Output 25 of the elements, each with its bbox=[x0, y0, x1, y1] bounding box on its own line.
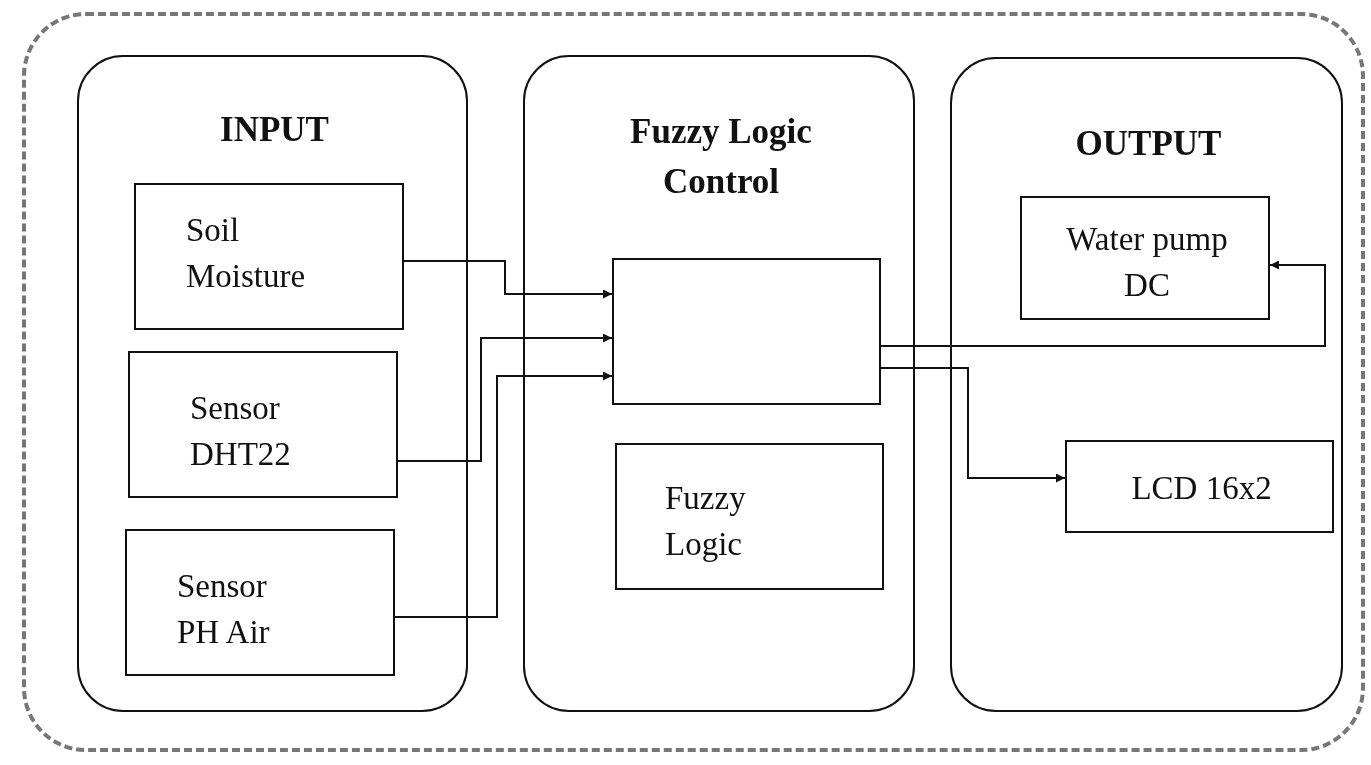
group-panel bbox=[77, 55, 468, 712]
component-label: Soil Moisture bbox=[186, 211, 307, 296]
component-label: Fuzzy Logic bbox=[665, 479, 747, 564]
component-box bbox=[615, 443, 884, 590]
component-box bbox=[1020, 196, 1270, 320]
dashed-boundary bbox=[22, 12, 1365, 752]
group-panel bbox=[950, 57, 1343, 712]
arrow bbox=[394, 371, 613, 618]
component-box bbox=[134, 183, 404, 330]
panel-heading: INPUT bbox=[219, 109, 330, 151]
component-box bbox=[612, 258, 881, 405]
component-label: LCD 16x2 bbox=[1130, 469, 1273, 508]
component-box bbox=[1065, 440, 1334, 533]
panel-heading: Fuzzy Logic Control bbox=[629, 111, 813, 203]
arrow bbox=[403, 260, 613, 299]
component-box bbox=[128, 351, 398, 498]
arrow bbox=[880, 367, 1066, 483]
arrow bbox=[880, 260, 1326, 347]
component-label: Sensor DHT22 bbox=[190, 389, 292, 474]
component-label: Water pump DC bbox=[1065, 220, 1229, 305]
component-box bbox=[125, 529, 395, 676]
component-label: Sensor PH Air bbox=[177, 567, 271, 652]
panel-heading: OUTPUT bbox=[1074, 123, 1223, 165]
group-panel bbox=[523, 55, 915, 712]
arrow bbox=[397, 333, 613, 462]
